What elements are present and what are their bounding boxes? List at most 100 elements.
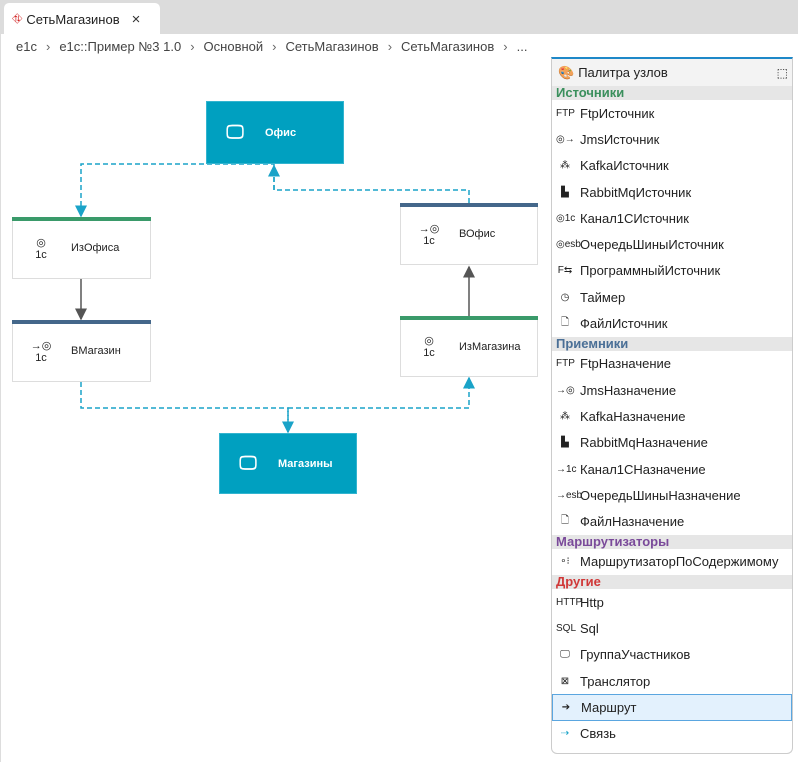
palette-title: Палитра узлов [578, 65, 668, 80]
channel-1c-source-icon: ◎1c [35, 236, 47, 261]
palette-header: 🎨 Палитра узлов ⬚ [552, 59, 792, 86]
node-from-store[interactable]: ◎1c ИзМагазина [400, 316, 538, 377]
palette-item-label: Канал1СНазначение [580, 461, 706, 477]
tab-bar: ⛗ СетьМагазинов × [0, 0, 798, 35]
palette-item[interactable]: ▙ RabbitMqИсточник [552, 179, 792, 205]
node-label: ИзМагазина [459, 340, 521, 353]
palette-item-label: ФайлНазначение [580, 514, 685, 530]
node-to-store[interactable]: →◎1c ВМагазин [12, 320, 151, 382]
select-mode-icon[interactable]: ⬚ [776, 65, 788, 80]
palette-item[interactable]: ◎→JmsИсточник [552, 126, 792, 152]
node-stores[interactable]: 🖵 Магазины [219, 433, 357, 494]
palette-item-label: FtpНазначение [580, 356, 672, 372]
palette-item[interactable]: 🗋ФайлИсточник [552, 310, 792, 336]
palette-item[interactable]: ➔ Маршрут [552, 694, 792, 721]
palette-item[interactable]: ⁂KafkaНазначение [552, 403, 792, 429]
palette-item-icon: SQL [556, 622, 577, 634]
palette-item[interactable]: ⁂KafkaИсточник [552, 153, 792, 179]
tab-network[interactable]: ⛗ СетьМагазинов × [4, 3, 160, 35]
palette-item-icon: 🗋 [560, 317, 570, 329]
palette-item-icon: ◷ [560, 291, 570, 303]
palette-item-icon: →◎ [556, 384, 575, 396]
node-label: ВОфис [459, 228, 496, 240]
palette-item-icon: ⁂ [560, 160, 570, 172]
breadcrumb-item[interactable]: e1c::Пример №3 1.0 [59, 38, 182, 54]
palette-item[interactable]: ⇢ Связь [552, 721, 792, 747]
node-from-office[interactable]: ◎1c ИзОфиса [12, 217, 151, 279]
palette-item-icon: ◎esb [556, 239, 581, 251]
palette-section-header: Другие [552, 575, 792, 590]
breadcrumb-item[interactable]: СетьМагазинов [285, 38, 379, 54]
palette-item-icon: ▙ [561, 186, 569, 198]
breadcrumb-item[interactable]: ... [516, 38, 528, 54]
diagram-icon: ⛗ [12, 11, 23, 26]
palette-item-icon: 🗋 [560, 515, 570, 527]
palette-item-icon: ➔ [561, 701, 571, 713]
breadcrumb: e1c › e1c::Пример №3 1.0 › Основной › СетьМага… [0, 34, 798, 58]
palette-item-label: Таймер [580, 289, 626, 305]
link-to-store-stores [80, 382, 294, 434]
chevron-right-icon: › [387, 38, 393, 54]
palette-icon: 🎨 [558, 64, 575, 80]
breadcrumb-item[interactable]: e1c [16, 38, 37, 54]
palette-item-label: Канал1СИсточник [580, 210, 689, 226]
palette-item[interactable]: ◷ Таймер [552, 284, 792, 310]
palette-item-label: KafkaНазначение [580, 408, 686, 424]
node-to-office[interactable]: →◎1c ВОфис [400, 203, 538, 265]
link-office-from-office [75, 163, 275, 218]
palette-item[interactable]: ▙RabbitMqНазначение [552, 430, 792, 456]
palette-item[interactable]: ⊠Транслятор [552, 668, 792, 694]
palette-item-icon: 🖵 [560, 649, 570, 661]
palette-item[interactable]: →◎JmsНазначение [552, 377, 792, 403]
palette-item[interactable]: ◎1c Канал1СИсточник [552, 205, 792, 231]
palette-item-icon: ⊠ [560, 675, 570, 687]
palette-section-header: Приемники [552, 336, 792, 351]
node-label: Магазины [278, 457, 333, 470]
node-label: Офис [265, 126, 297, 139]
node-office[interactable]: 🖵 Офис [206, 101, 344, 164]
palette-section-header: Источники [552, 86, 792, 100]
palette-item-icon: ◎1c [556, 212, 576, 224]
palette-item-label: Http [580, 594, 604, 610]
palette-item-label: Sql [580, 620, 599, 636]
close-icon[interactable]: × [131, 10, 141, 28]
palette-item-icon: ▙ [561, 437, 569, 449]
palette-item-icon: F⇆ [557, 265, 573, 277]
palette-item[interactable]: 🗋 ФайлНазначение [552, 508, 792, 534]
palette-item[interactable]: F⇆ ПрограммныйИсточник [552, 258, 792, 284]
chevron-right-icon: › [45, 38, 51, 54]
palette-item-label: ПрограммныйИсточник [580, 263, 721, 279]
palette-item-label: ОчередьШиныИсточник [580, 237, 724, 253]
palette-item-icon: HTTP [556, 596, 583, 608]
palette-item-icon: ∘⁝ [560, 556, 570, 568]
palette-item-icon: →1c [556, 463, 577, 475]
palette-item-label: Маршрут [581, 699, 637, 715]
monitor-icon: 🖵 [226, 122, 244, 142]
palette-item-label: JmsИсточник [580, 131, 660, 147]
palette-item[interactable]: FTP FtpНазначение [552, 351, 792, 377]
chevron-right-icon: › [503, 38, 508, 54]
palette-item-icon: →esb [556, 489, 583, 501]
palette-item-label: Связь [580, 726, 616, 742]
breadcrumb-item[interactable]: Основной [203, 38, 264, 54]
channel-1c-source-icon: ◎1c [423, 335, 435, 359]
palette-item-icon: FTP [556, 358, 575, 370]
palette-section-header: Маршрутизаторы [552, 534, 792, 549]
monitor-icon: 🖵 [239, 453, 257, 473]
breadcrumb-item[interactable]: СетьМагазинов [401, 38, 495, 54]
palette-item-label: ОчередьШиныНазначение [580, 487, 741, 503]
diagram-links [75, 163, 475, 434]
link-stores-from-store [287, 376, 475, 432]
chevron-right-icon: › [272, 38, 277, 54]
palette-item-icon: ⇢ [560, 728, 570, 740]
palette-item-label: RabbitMqИсточник [580, 184, 692, 200]
palette-item[interactable]: ∘⁝МаршрутизаторПоСодержимому [552, 549, 792, 575]
palette-item[interactable]: 🖵ГруппаУчастников [552, 642, 792, 668]
diagram-canvas[interactable]: 🖵 Офис ◎1c ИзОфиса →◎1c ВМагазин →◎1c ВО… [0, 58, 550, 762]
